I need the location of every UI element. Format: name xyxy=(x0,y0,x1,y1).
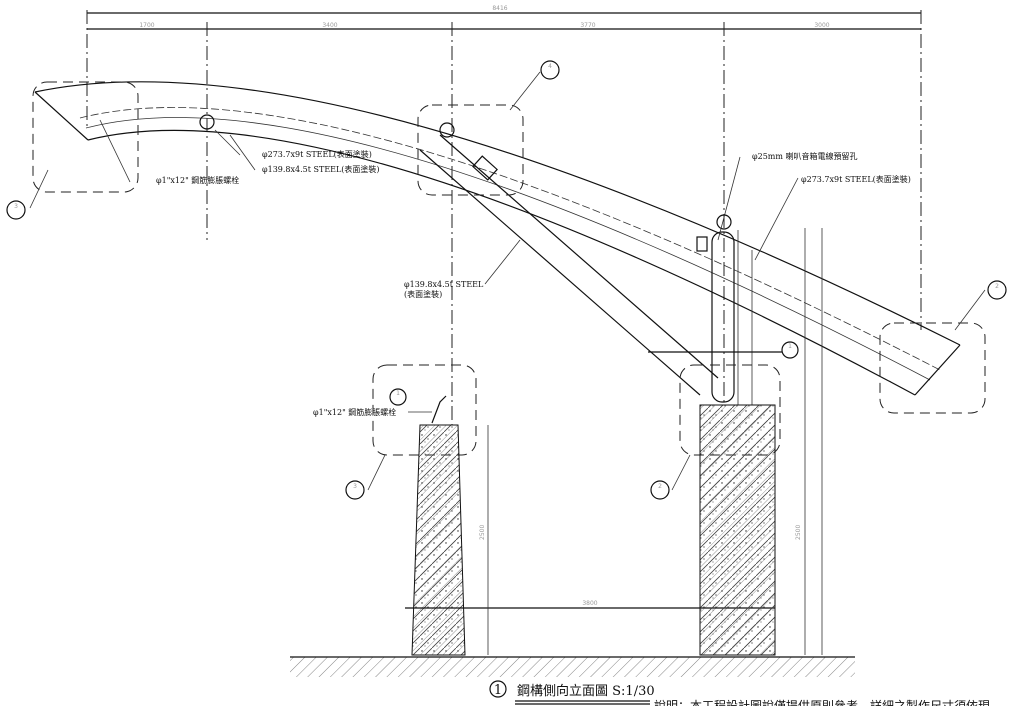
dim-overall: 8416 xyxy=(492,5,507,12)
leader-lines xyxy=(29,71,986,491)
title-number: 1 xyxy=(494,683,502,698)
svg-text:1: 1 xyxy=(396,390,400,397)
label-main-tube-left: φ273.7x9t STEEL(表面塗裝) xyxy=(262,149,372,159)
dim-span-3: 3770 xyxy=(580,22,595,29)
dim-right-height: 2500 xyxy=(795,525,802,540)
label-brace-2: (表面塗裝) xyxy=(404,289,442,299)
right-concrete-column: 2500 xyxy=(699,228,823,656)
note-text: 說明：本工程設計圖說僅提供原則參考，詳細之製作尺寸須依現 xyxy=(654,698,990,706)
arch-main-tube xyxy=(34,81,961,396)
detail-boxes xyxy=(32,81,986,456)
svg-text:1: 1 xyxy=(788,343,792,350)
dim-span-2: 3400 xyxy=(322,22,337,29)
title-text: 鋼構側向立面圖 S:1/30 xyxy=(517,683,655,699)
svg-text:2: 2 xyxy=(658,483,662,490)
callout-2b: 2 xyxy=(650,480,670,500)
label-main-tube-right: φ273.7x9t STEEL(表面塗裝) xyxy=(801,174,911,184)
callout-3a: 3 xyxy=(6,200,26,220)
diagonal-brace xyxy=(419,134,719,396)
label-anchor-left: φ1"x12" 鋼筋膨脹螺栓 xyxy=(156,175,239,185)
grid-centerlines xyxy=(86,10,922,425)
svg-text:4: 4 xyxy=(548,63,552,70)
label-speaker-hole: φ25mm 喇叭音箱電線預留孔 xyxy=(752,151,858,161)
svg-text:2: 2 xyxy=(995,283,999,290)
vertical-post xyxy=(648,230,782,405)
dim-span-1: 1700 xyxy=(139,22,154,29)
dim-span-4: 3000 xyxy=(814,22,829,29)
left-concrete-column: 3800 2500 xyxy=(405,395,775,656)
drawing-title: 1 鋼構側向立面圖 S:1/30 說明：本工程設計圖說僅提供原則參考，詳細之製作… xyxy=(489,680,990,706)
label-inner-tube-left: φ139.8x4.5t STEEL(表面塗裝) xyxy=(262,164,380,174)
dim-column-spacing: 3800 xyxy=(582,600,597,607)
callout-2a: 2 xyxy=(987,280,1007,300)
svg-text:3: 3 xyxy=(14,203,18,210)
dim-left-height: 2500 xyxy=(479,525,486,540)
top-dimension-chain: 8416 1700 3400 3770 3000 xyxy=(87,5,921,30)
callout-markers: 4 3 2 3 1 1 2 xyxy=(6,60,1007,500)
ground-hatch xyxy=(290,656,855,677)
label-brace-1: φ139.8x4.5t STEEL xyxy=(404,280,484,289)
callout-1b: 1 xyxy=(781,341,799,359)
callout-4: 4 xyxy=(540,60,560,80)
callout-3b: 3 xyxy=(345,480,365,500)
callout-1a: 1 xyxy=(389,388,407,406)
svg-text:3: 3 xyxy=(353,483,357,490)
label-anchor-mid: φ1"x12" 鋼筋膨脹螺栓 xyxy=(313,407,396,417)
